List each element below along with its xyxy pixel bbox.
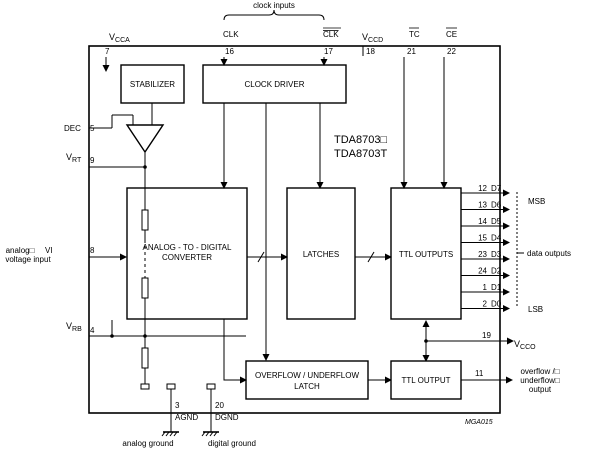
pin-clk: CLK 16 <box>223 30 239 56</box>
svg-text:CLK: CLK <box>223 30 239 39</box>
data-pin-number: 23 <box>478 250 487 259</box>
data-pin-name: D7 <box>491 184 502 193</box>
svg-text:overflow /□: overflow /□ <box>520 367 559 376</box>
svg-text:VRT: VRT <box>66 152 82 164</box>
data-pin-name: D2 <box>491 267 502 276</box>
svg-text:7: 7 <box>105 47 110 56</box>
pin-clk-bar: CLK 17 <box>323 27 341 56</box>
stabilizer-label: STABILIZER <box>130 80 175 89</box>
svg-text:20: 20 <box>215 401 224 410</box>
data-pin-name: D4 <box>491 234 502 243</box>
ladder-resistor-top <box>141 209 149 231</box>
pin-vcco: 19 VCCO <box>426 331 536 351</box>
overflow-latch-label-1: OVERFLOW / UNDERFLOW <box>255 371 359 380</box>
data-pin-number: 13 <box>478 201 487 210</box>
analog-input-label-2: voltage input <box>5 255 51 264</box>
pin-vrb: VRB 4 <box>66 321 246 337</box>
agnd-terminal <box>166 383 176 390</box>
ladder-resistor-mid <box>141 277 149 299</box>
svg-text:VI: VI <box>45 246 53 255</box>
analog-ground-label: analog ground <box>122 439 173 448</box>
lsb-label: LSB <box>528 305 543 314</box>
data-pin-name: D6 <box>491 201 502 210</box>
data-pin-name: D5 <box>491 217 502 226</box>
data-pin-number: 24 <box>478 267 487 276</box>
svg-text:TC: TC <box>409 30 420 39</box>
svg-text:CLK: CLK <box>323 30 339 39</box>
ttl-output-block <box>390 360 462 400</box>
svg-text:CE: CE <box>446 30 457 39</box>
clock-driver-block <box>202 64 347 104</box>
svg-text:VCCD: VCCD <box>362 32 383 44</box>
svg-text:11: 11 <box>475 369 484 378</box>
svg-text:3: 3 <box>175 401 180 410</box>
pin-overflow-output: 11 overflow /□ underflow□ output <box>461 367 560 394</box>
data-outputs-label: data outputs <box>527 249 571 258</box>
svg-text:8: 8 <box>90 246 95 255</box>
data-pin-number: 15 <box>478 234 487 243</box>
latches-label: LATCHES <box>303 250 339 259</box>
svg-text:output: output <box>529 385 552 394</box>
svg-text:DGND: DGND <box>215 413 239 422</box>
clock-inputs-label: clock inputs <box>253 1 295 10</box>
digital-ground-label: digital ground <box>208 439 256 448</box>
ttl-outputs-label: TTL OUTPUTS <box>399 250 453 259</box>
data-pin-number: 12 <box>478 184 487 193</box>
clock-inputs-brace <box>223 9 325 21</box>
dec-buffer <box>125 124 165 154</box>
data-pin-name: D3 <box>491 250 502 259</box>
svg-text:22: 22 <box>447 47 456 56</box>
svg-text:18: 18 <box>366 47 375 56</box>
svg-text:19: 19 <box>482 331 491 340</box>
pin-vi: VI 8 <box>45 246 127 261</box>
svg-text:underflow□: underflow□ <box>520 376 560 385</box>
pin-vccd: VCCD 18 <box>362 32 383 56</box>
device-title-2: TDA8703T <box>334 148 387 160</box>
data-pin-number: 1 <box>483 283 488 292</box>
device-title-1: TDA8703□ <box>334 134 387 146</box>
pin-dec: DEC 5 <box>64 124 112 133</box>
svg-text:DEC: DEC <box>64 124 81 133</box>
clock-driver-label: CLOCK DRIVER <box>244 80 304 89</box>
data-pin-number: 2 <box>483 300 488 309</box>
latches-block <box>286 187 356 320</box>
svg-text:VRB: VRB <box>66 321 82 333</box>
overflow-latch-label-2: LATCH <box>294 382 320 391</box>
msb-label: MSB <box>528 197 545 206</box>
analog-input-label-1: analog□ <box>6 246 35 255</box>
svg-text:17: 17 <box>324 47 333 56</box>
pin-dgnd: 20 DGND digital ground <box>201 389 256 448</box>
adc-label-2: CONVERTER <box>162 253 212 262</box>
svg-text:VCCO: VCCO <box>514 339 536 351</box>
data-pin-number: 14 <box>478 217 487 226</box>
data-pin-name: D0 <box>491 300 502 309</box>
ladder-terminal <box>140 383 150 390</box>
ttl-output-label: TTL OUTPUT <box>401 376 450 385</box>
ttl-outputs-block <box>390 187 462 320</box>
pin-ce: CE 22 <box>446 27 457 56</box>
data-pin-name: D1 <box>491 283 502 292</box>
pin-vcca: VCCA 7 <box>105 32 130 56</box>
svg-text:16: 16 <box>225 47 234 56</box>
pin-vrt: VRT 9 <box>66 152 145 168</box>
svg-text:9: 9 <box>90 156 95 165</box>
svg-text:VCCA: VCCA <box>109 32 130 44</box>
adc-label-1: ANALOG - TO - DIGITAL <box>143 243 232 252</box>
overflow-latch-block <box>245 360 369 400</box>
figure-id: MGA015 <box>465 419 493 426</box>
pin-agnd: 3 AGND analog ground <box>122 389 198 448</box>
pin-tc: TC 21 <box>407 27 420 56</box>
ladder-resistor-bottom <box>141 347 149 369</box>
svg-text:4: 4 <box>90 326 95 335</box>
svg-text:AGND: AGND <box>175 413 198 422</box>
dgnd-terminal <box>206 383 216 390</box>
svg-text:21: 21 <box>407 47 416 56</box>
